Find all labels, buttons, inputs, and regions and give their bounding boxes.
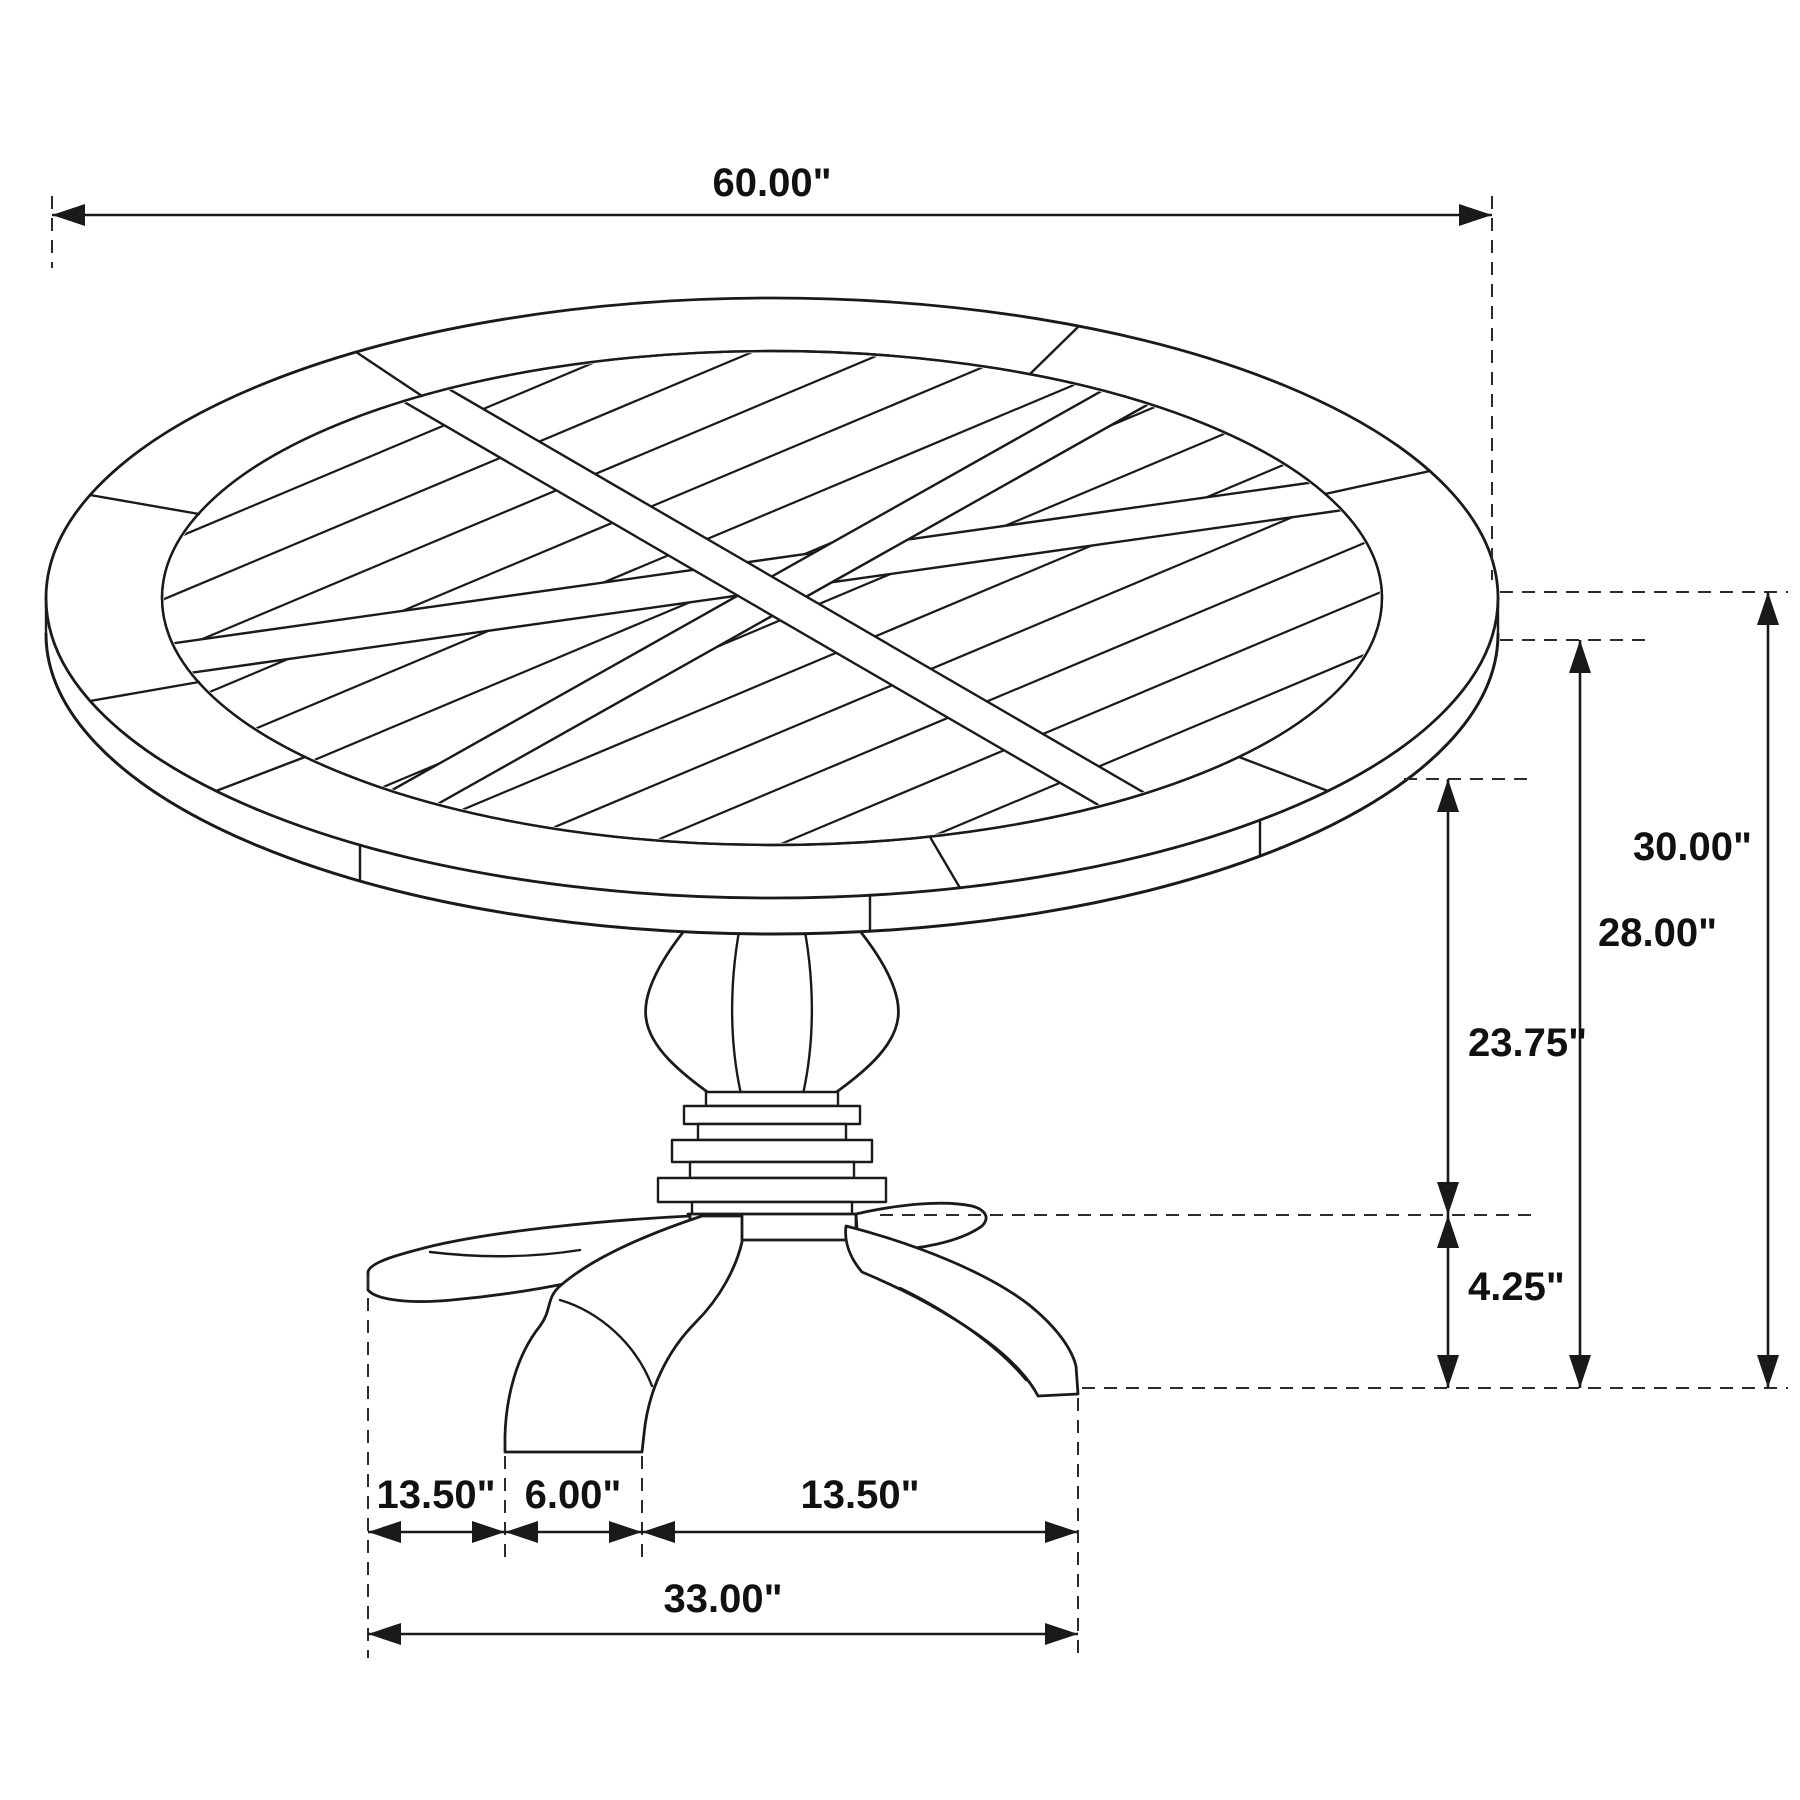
base-leg-right-scroll	[898, 1286, 1028, 1382]
dim-label-overall-height: 30.00"	[1633, 825, 1752, 869]
cross-bands	[164, 353, 1380, 843]
dim-label-foot-center: 6.00"	[525, 1473, 622, 1517]
base-leg-right	[844, 1224, 1080, 1398]
tabletop-parquet	[164, 353, 1380, 843]
pedestal	[366, 910, 1080, 1454]
pedestal-base	[366, 1201, 1080, 1454]
dim-label-base-width: 33.00"	[663, 1577, 782, 1621]
base-leg-front	[503, 1214, 744, 1454]
pedestal-vase-facet-left	[730, 914, 744, 1096]
tabletop-inner-rim-line	[160, 349, 1384, 847]
dim-label-base-height: 4.25"	[1468, 1265, 1565, 1309]
dimension-labels: 60.00" 30.00" 28.00" 23.75" 4.25" 13.50"…	[376, 161, 1752, 1621]
dim-label-clearance-height: 23.75"	[1468, 1021, 1587, 1065]
pedestal-collar-rings	[656, 1090, 888, 1220]
band-diagonal-down	[311, 353, 1262, 843]
dim-label-foot-left: 13.50"	[376, 1473, 495, 1517]
base-leg-left-scroll	[428, 1248, 582, 1258]
table-top	[44, 296, 1500, 936]
dim-label-top-diameter: 60.00"	[712, 161, 831, 205]
edge-band-ticks	[358, 818, 1262, 933]
dimension-lines	[52, 204, 1779, 1645]
dim-label-underside-height: 28.00"	[1598, 911, 1717, 955]
dim-label-foot-right: 13.50"	[800, 1473, 919, 1517]
base-leg-front-scroll	[558, 1298, 654, 1388]
pedestal-vase-facet-right	[800, 914, 814, 1096]
rim-joints	[88, 324, 1432, 890]
pedestal-vase	[644, 910, 900, 1096]
